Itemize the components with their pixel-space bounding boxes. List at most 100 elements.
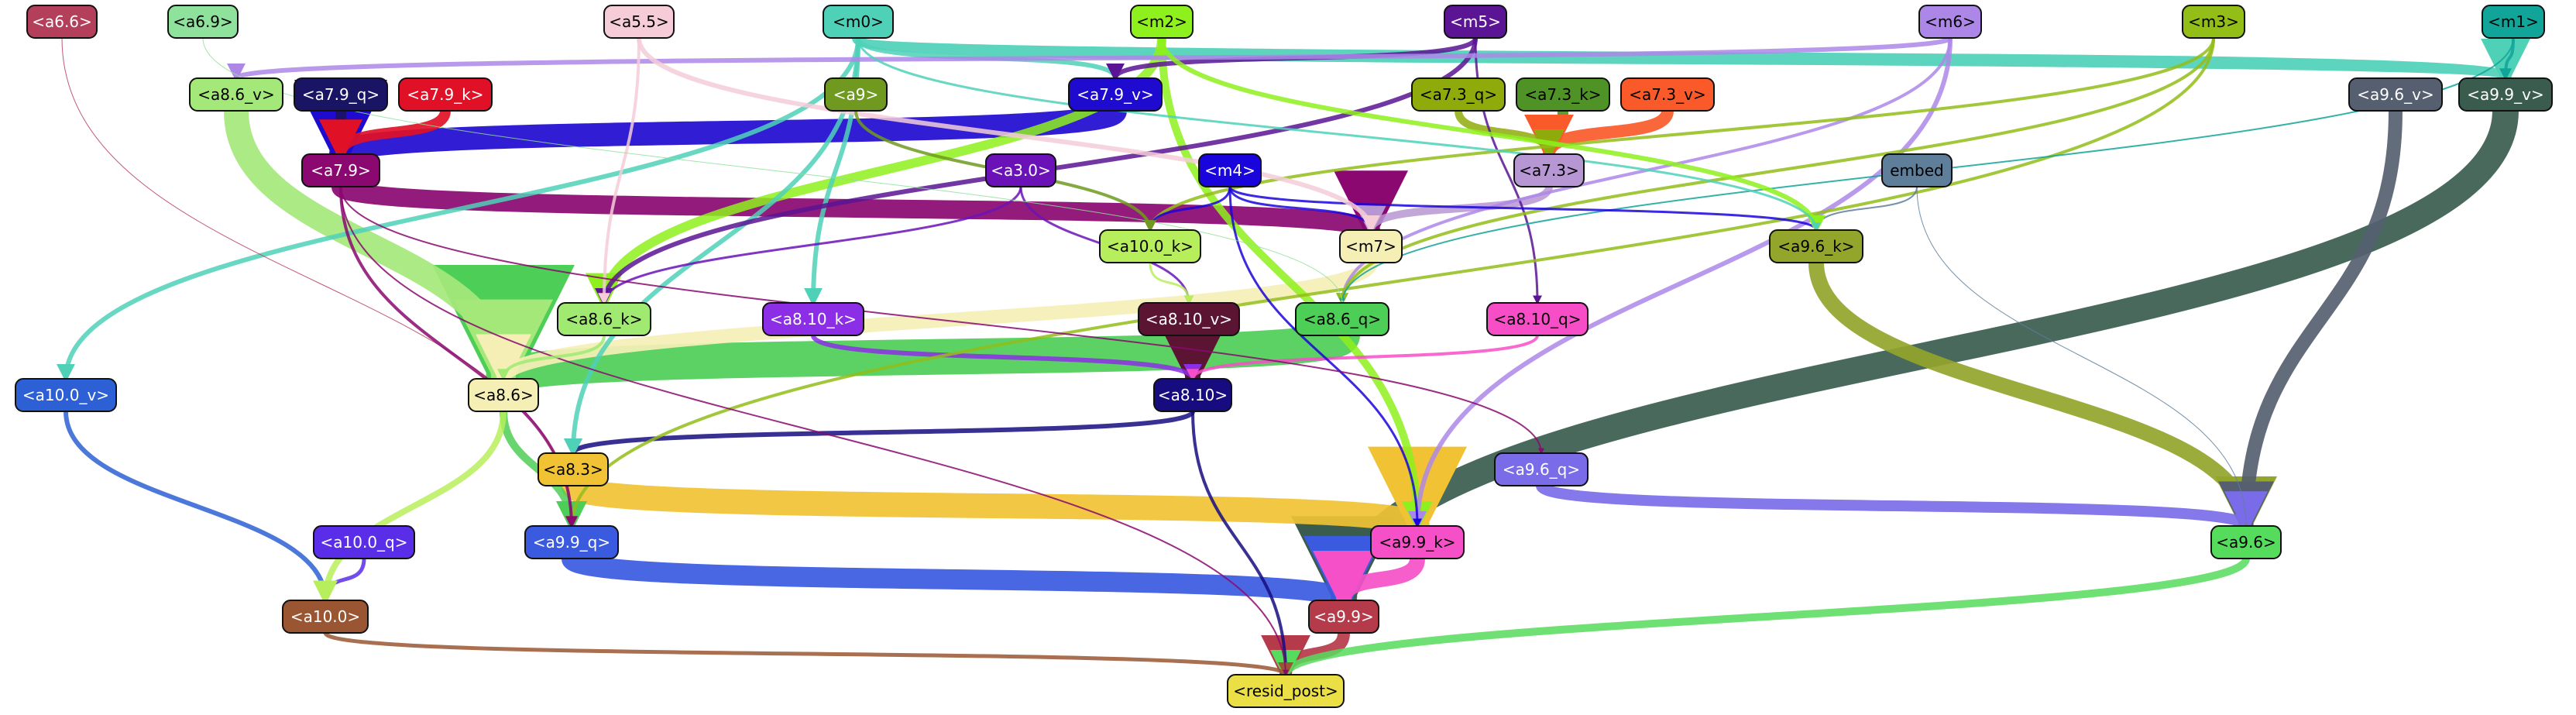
- node-a8-6-q[interactable]: <a8.6_q>: [1295, 302, 1389, 336]
- node-box-a9-9-k: [1370, 525, 1465, 559]
- node-box-a10-0: [282, 600, 369, 634]
- node-box-a9: [824, 77, 888, 112]
- node-label-a10-0: <a10.0>: [290, 607, 360, 626]
- edge-a7-9-k-to-a7-9: [319, 109, 451, 163]
- node-label-a7-9-k: <a7.9_k>: [407, 85, 483, 104]
- node-a9-6[interactable]: <a9.6>: [2210, 525, 2282, 559]
- node-label-a6-9: <a6.9>: [173, 12, 233, 31]
- node-label-m5: <m5>: [1450, 12, 1501, 31]
- node-a10-0[interactable]: <a10.0>: [282, 600, 369, 634]
- node-a9-9-q[interactable]: <a9.9_q>: [524, 525, 619, 559]
- node-box-a6-6: [26, 5, 98, 39]
- edge-m0-to-a9-9-v: [852, 32, 2529, 88]
- node-a9-9[interactable]: <a9.9>: [1308, 600, 1379, 634]
- node-box-a9-6-q: [1494, 452, 1589, 486]
- edge-a10-0-to-resid-post: [323, 631, 1293, 678]
- node-layer: <a6.6> <a6.9> <a5.5> <m0> <m2> <m5> <m6> <m3> <m…: [15, 5, 2553, 708]
- node-label-a9-6-q: <a9.6_q>: [1503, 460, 1580, 479]
- node-box-a7-3-q: [1411, 77, 1506, 112]
- edge-a7-9-to-resid-post: [340, 186, 1289, 676]
- node-a6-6[interactable]: <a6.6>: [26, 5, 98, 39]
- node-a8-3[interactable]: <a8.3>: [538, 452, 609, 486]
- node-box-m0: [823, 5, 894, 39]
- node-a9-6-k[interactable]: <a9.6_k>: [1769, 229, 1863, 263]
- edge-m2-to-a9-9-k: [1158, 37, 1433, 532]
- node-a7-3-v[interactable]: <a7.3_v>: [1620, 77, 1715, 112]
- node-a8-6[interactable]: <a8.6>: [468, 378, 539, 412]
- edge-m4-to-a9-6-k: [1228, 186, 1821, 232]
- node-label-m0: <m0>: [833, 12, 884, 31]
- node-m1[interactable]: <m1>: [2482, 5, 2545, 39]
- node-a5-5[interactable]: <a5.5>: [603, 5, 675, 39]
- node-a7-9[interactable]: <a7.9>: [301, 153, 380, 187]
- node-label-a8-6-v: <a8.6_v>: [197, 85, 274, 104]
- node-a9-9-v[interactable]: <a9.9_v>: [2458, 77, 2553, 112]
- node-m2[interactable]: <m2>: [1130, 5, 1194, 39]
- node-label-a5-5: <a5.5>: [609, 12, 669, 31]
- node-box-a7-3: [1513, 153, 1585, 187]
- node-a7-3-q[interactable]: <a7.3_q>: [1411, 77, 1506, 112]
- node-a10-0-q[interactable]: <a10.0_q>: [313, 525, 415, 559]
- node-a10-0-k[interactable]: <a10.0_k>: [1099, 229, 1201, 263]
- node-label-resid-post: <resid_post>: [1233, 682, 1338, 700]
- node-box-m1: [2482, 5, 2545, 39]
- edge-a8-10-to-a8-3: [564, 410, 1195, 457]
- edge-a5-5-to-a8-6-k: [598, 37, 641, 306]
- node-label-a9-9-k: <a9.9_k>: [1379, 533, 1455, 552]
- node-embed[interactable]: embed: [1881, 153, 1953, 187]
- node-label-m2: <m2>: [1136, 12, 1187, 31]
- edge-a7-9-to-m7: [331, 169, 1406, 246]
- node-box-a9-6-v: [2348, 77, 2443, 112]
- node-m5[interactable]: <m5>: [1444, 5, 1507, 39]
- edge-a8-3-to-a9-9-k: [561, 445, 1465, 546]
- node-m7[interactable]: <m7>: [1339, 229, 1403, 263]
- node-a8-10-q[interactable]: <a8.10_q>: [1486, 302, 1589, 336]
- node-label-a9-9-q: <a9.9_q>: [533, 533, 610, 552]
- node-label-a9-6-v: <a9.6_v>: [2357, 85, 2433, 104]
- edge-a8-10-k-to-a8-10: [811, 334, 1202, 383]
- edge-m0-to-a8-3: [564, 37, 860, 457]
- node-label-a6-6: <a6.6>: [32, 12, 92, 31]
- edge-m4-to-a9-9-k: [1228, 186, 1422, 528]
- node-a9[interactable]: <a9>: [824, 77, 888, 112]
- node-box-a9-9: [1308, 600, 1379, 634]
- node-box-a7-3-v: [1620, 77, 1715, 112]
- node-a7-9-v[interactable]: <a7.9_v>: [1068, 77, 1163, 112]
- node-box-a7-3-k: [1516, 77, 1610, 112]
- node-a9-9-k[interactable]: <a9.9_k>: [1370, 525, 1465, 559]
- node-a7-3-k[interactable]: <a7.3_k>: [1516, 77, 1610, 112]
- node-a8-6-v[interactable]: <a8.6_v>: [189, 77, 283, 112]
- node-box-a8-10: [1153, 378, 1232, 412]
- node-m6[interactable]: <m6>: [1918, 5, 1982, 39]
- node-a7-3[interactable]: <a7.3>: [1513, 153, 1585, 187]
- node-label-a7-9: <a7.9>: [311, 161, 371, 180]
- node-box-a7-9-q: [294, 77, 388, 112]
- node-label-a9-6-k: <a9.6_k>: [1777, 237, 1854, 256]
- node-a9-6-v[interactable]: <a9.6_v>: [2348, 77, 2443, 112]
- node-a8-6-k[interactable]: <a8.6_k>: [557, 302, 651, 336]
- node-a9-6-q[interactable]: <a9.6_q>: [1494, 452, 1589, 486]
- node-a10-0-v[interactable]: <a10.0_v>: [15, 378, 117, 412]
- node-label-m6: <m6>: [1925, 12, 1976, 31]
- node-box-m2: [1130, 5, 1194, 39]
- node-m3[interactable]: <m3>: [2182, 5, 2245, 39]
- node-label-a9: <a9>: [833, 85, 879, 104]
- node-m4[interactable]: <m4>: [1198, 153, 1262, 187]
- node-box-m6: [1918, 5, 1982, 39]
- edge-m2-to-a9-6-k: [1159, 37, 1826, 234]
- node-a7-9-q[interactable]: <a7.9_q>: [294, 77, 388, 112]
- node-a8-10[interactable]: <a8.10>: [1153, 378, 1232, 412]
- node-box-a7-9: [301, 153, 380, 187]
- node-a8-10-k[interactable]: <a8.10_k>: [762, 302, 864, 336]
- node-m0[interactable]: <m0>: [823, 5, 894, 39]
- edge-a7-3-q-to-a7-3: [1455, 110, 1564, 160]
- node-box-a9-6-k: [1769, 229, 1863, 263]
- node-a3-0[interactable]: <a3.0>: [985, 153, 1056, 187]
- node-box-a3-0: [985, 153, 1056, 187]
- node-label-a9-9-v: <a9.9_v>: [2467, 85, 2543, 104]
- node-a7-9-k[interactable]: <a7.9_k>: [398, 77, 493, 112]
- node-a8-10-v[interactable]: <a8.10_v>: [1138, 302, 1240, 336]
- node-a6-9[interactable]: <a6.9>: [167, 5, 239, 39]
- node-resid-post[interactable]: <resid_post>: [1227, 674, 1345, 708]
- edge-m6-to-a9-9-k: [1408, 37, 1953, 530]
